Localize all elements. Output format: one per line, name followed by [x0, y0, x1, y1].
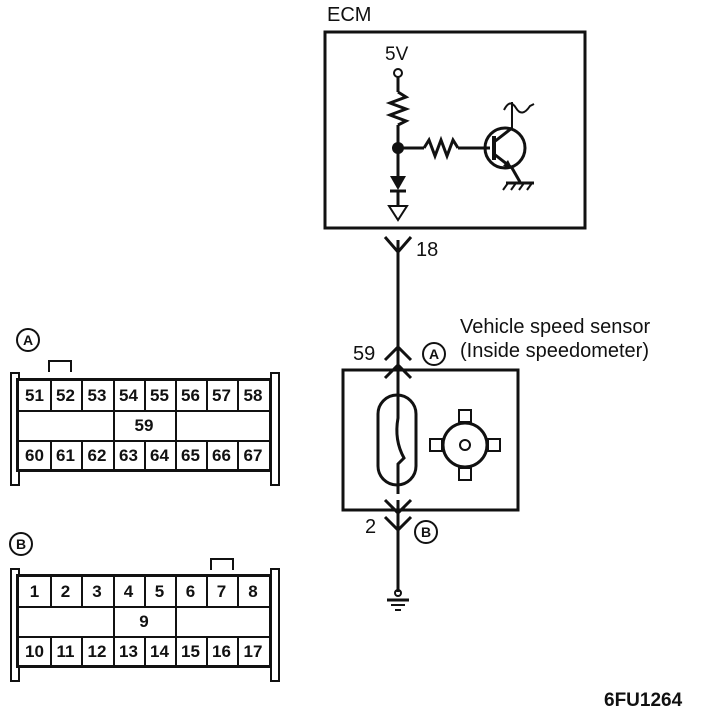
ecm-ground-icon	[387, 205, 409, 222]
pin-61: 61	[56, 446, 75, 465]
transistor-icon	[483, 126, 527, 170]
pin-58: 58	[243, 386, 263, 405]
pin-65: 65	[181, 446, 200, 465]
pin-54: 54	[119, 386, 138, 405]
sensor-label-line2: (Inside speedometer)	[460, 340, 649, 362]
connector-a-mark: A	[16, 328, 40, 352]
pulse-signal-icon	[503, 102, 535, 128]
pin-55: 55	[150, 386, 169, 405]
connector-a: 51 52 53 54 55 56 57 58 59 60 61 62 63 6…	[16, 378, 272, 472]
pin-6: 6	[185, 582, 196, 601]
pin-14: 14	[150, 642, 169, 661]
pin-51: 51	[25, 386, 44, 405]
pin-67: 67	[243, 446, 263, 465]
sensor-pin-b-label: 2	[365, 516, 377, 538]
pin-5: 5	[154, 582, 165, 601]
magnet-rotor-icon	[441, 421, 489, 469]
pin-9: 9	[139, 612, 149, 631]
connector-59-mark	[383, 344, 413, 362]
supply-terminal	[393, 68, 403, 78]
sensor-pin-a-label: 59	[353, 343, 376, 365]
pin-2: 2	[60, 582, 71, 601]
pin-13: 13	[119, 642, 138, 661]
pin-1: 1	[29, 582, 40, 601]
pin-52: 52	[56, 386, 75, 405]
pin-62: 62	[87, 446, 107, 465]
sensor-connector-b-mark: B	[414, 520, 438, 544]
pin-17: 17	[243, 642, 263, 661]
pin-12: 12	[87, 642, 107, 661]
diode-icon	[390, 176, 406, 190]
ecm-box	[323, 30, 587, 230]
pin-57: 57	[212, 386, 231, 405]
connector-a-latch	[48, 360, 72, 372]
ecm-pin-label: 18	[416, 239, 439, 261]
pullup-resistor	[385, 90, 411, 127]
pin-53: 53	[87, 386, 107, 405]
supply-voltage-label: 5V	[385, 44, 409, 65]
pin-7: 7	[216, 582, 227, 601]
pin-11: 11	[56, 642, 75, 661]
pin-3: 3	[92, 582, 102, 601]
pin-16: 16	[212, 642, 231, 661]
pin-15: 15	[181, 642, 200, 661]
base-resistor	[422, 135, 460, 161]
vehicle-speed-sensor-box	[341, 368, 520, 512]
figure-code: 6FU1264	[604, 690, 683, 711]
ecm-title: ECM	[327, 4, 372, 26]
pin-4: 4	[123, 582, 134, 601]
pin-64: 64	[150, 446, 169, 465]
pin-56: 56	[181, 386, 200, 405]
connector-b-latch	[210, 558, 234, 570]
pin-63: 63	[119, 446, 138, 465]
connector-b-mark: B	[9, 532, 33, 556]
pin-10: 10	[25, 642, 44, 661]
sensor-label-line1: Vehicle speed sensor	[460, 316, 651, 338]
sensor-connector-a-mark: A	[422, 342, 446, 366]
pin-59: 59	[134, 416, 154, 435]
pin-8: 8	[248, 582, 258, 601]
pin-60: 60	[25, 446, 44, 465]
pin-66: 66	[212, 446, 231, 465]
connector-b: 1 2 3 4 5 6 7 8 9 10 11 12 13 14 15 16 1…	[16, 574, 272, 668]
